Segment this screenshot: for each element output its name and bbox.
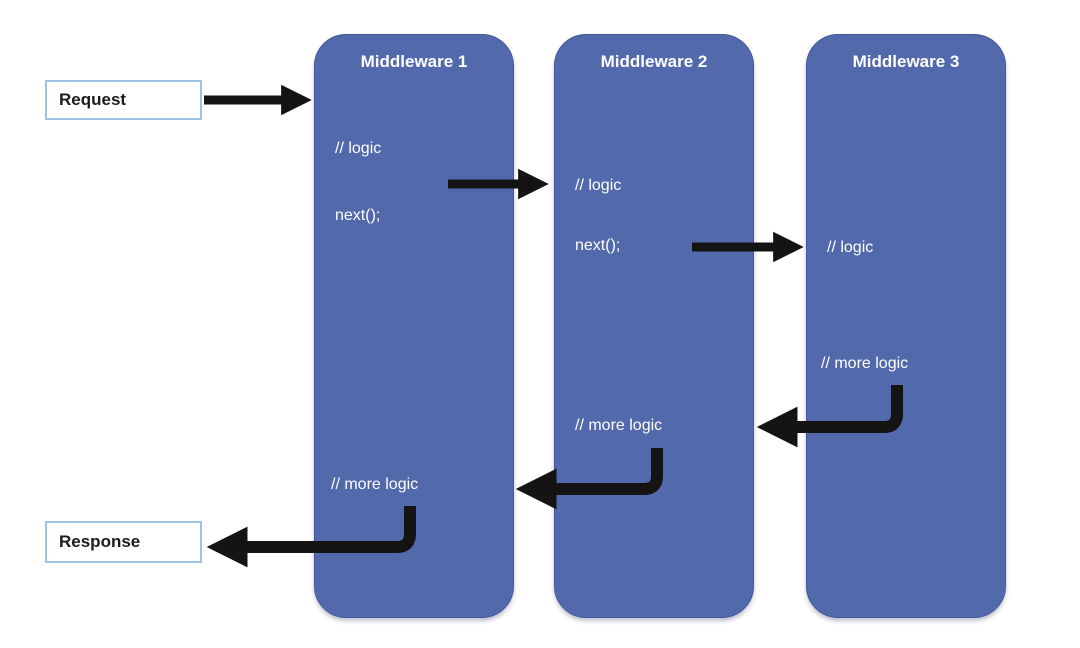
middleware-3-more-logic-comment: // more logic (821, 355, 909, 372)
response-box: Response (45, 521, 202, 563)
middleware-1-box: Middleware 1 // logic next(); // more lo… (314, 34, 514, 618)
middleware-3-title: Middleware 3 (852, 52, 960, 71)
middleware-3-box: Middleware 3 // logic // more logic (806, 34, 1006, 618)
response-label: Response (59, 532, 141, 551)
middleware-2-next-call: next(); (575, 237, 621, 254)
middleware-2-box: Middleware 2 // logic next(); // more lo… (554, 34, 754, 618)
middleware-2-logic-comment: // logic (575, 177, 622, 194)
middleware-1-more-logic-comment: // more logic (331, 476, 419, 493)
middleware-3-logic-comment: // logic (827, 239, 874, 256)
request-box: Request (45, 80, 202, 120)
request-label: Request (59, 90, 127, 109)
middleware-1-title: Middleware 1 (360, 52, 468, 71)
middleware-1-next-call: next(); (335, 207, 381, 224)
middleware-2-more-logic-comment: // more logic (575, 417, 663, 434)
middleware-2-title: Middleware 2 (600, 52, 708, 71)
middleware-1-logic-comment: // logic (335, 140, 382, 157)
